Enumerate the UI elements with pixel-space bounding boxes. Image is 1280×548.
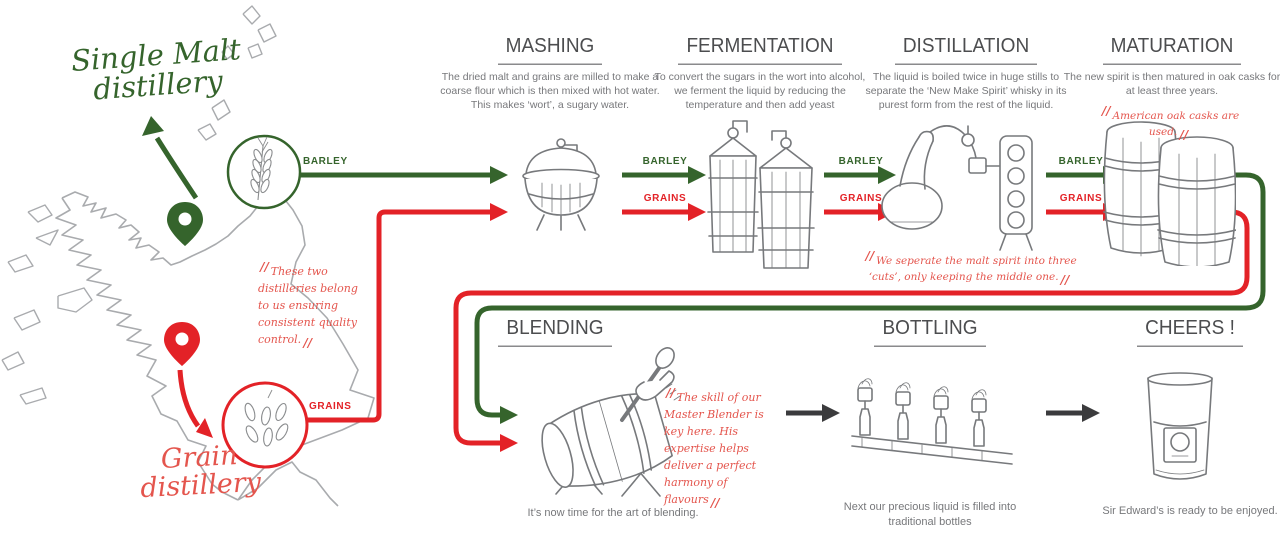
single-malt-distillery-label: Single Malt distillery [50, 32, 264, 108]
mashing-description: The dried malt and grains are milled to … [440, 71, 660, 111]
quote-close-mark: // [303, 336, 312, 351]
single-malt-curve-arrow [142, 116, 199, 200]
washbacks-illustration [707, 120, 815, 269]
grain-distillery-label: Grain distillery [119, 440, 282, 505]
maturation-description: The new spirit is then matured in oak ca… [1063, 71, 1280, 97]
blending-title: BLENDING [498, 317, 612, 347]
quote-close-mark: // [1060, 273, 1070, 288]
stills-illustration [881, 125, 1033, 251]
station-fermentation: FERMENTATION To convert the sugars in th… [648, 35, 872, 113]
barley-label-3: BARLEY [838, 156, 884, 167]
grain-line2: distillery [139, 467, 262, 505]
quote-open-mark: // [260, 260, 269, 274]
station-distillation: DISTILLATION The liquid is boiled twice … [856, 35, 1076, 113]
quote-close-mark: // [1179, 128, 1189, 143]
grains-label-1: GRAINS [309, 401, 352, 412]
maturation-note-text: American oak casks are used. [1112, 110, 1240, 139]
distillation-note-text: We seperate the malt spirit into three ‘… [868, 255, 1077, 284]
barley-label-4: BARLEY [1058, 156, 1104, 167]
distillation-title: DISTILLATION [894, 35, 1038, 65]
maturation-casks-illustration [1103, 121, 1236, 266]
mash-tun-illustration [522, 138, 600, 231]
blending-note: //The skill of our Master Blender is key… [664, 384, 784, 513]
station-bottling: BOTTLING [830, 317, 1030, 347]
station-maturation: MATURATION The new spirit is then mature… [1062, 35, 1280, 99]
bottling-title: BOTTLING [874, 317, 986, 347]
mashing-title: MASHING [497, 35, 603, 65]
quote-close-mark: // [710, 496, 720, 511]
bottling-caption: Next our precious liquid is filled into … [843, 501, 1017, 528]
whisky-glass-illustration [1147, 372, 1213, 480]
distillation-note: //We seperate the malt spirit into three… [860, 247, 1080, 290]
barley-circle [226, 134, 302, 210]
blending-to-bottling-arrow [786, 404, 840, 422]
quote-open-mark: // [865, 249, 875, 263]
cheers-title: CHEERS ! [1137, 317, 1243, 347]
fermentation-description: To convert the sugars in the wort into a… [654, 71, 866, 111]
grains-label-2: GRAINS [643, 193, 687, 204]
maturation-note: //American oak casks are used.// [1082, 102, 1257, 145]
quote-open-mark: // [1101, 104, 1111, 118]
blending-caption: It’s now time for the art of blending. [527, 507, 699, 519]
map-quote-text: These two distilleries belong to us ensu… [258, 265, 358, 347]
barley-label-1: BARLEY [303, 156, 348, 167]
cheers-caption: Sir Edward’s is ready to be enjoyed. [1102, 505, 1278, 517]
fermentation-title: FERMENTATION [678, 35, 842, 65]
bottling-to-cheers-arrow [1046, 404, 1100, 422]
quote-open-mark: // [666, 386, 675, 400]
single-malt-pin [167, 202, 203, 246]
grains-label-3: GRAINS [839, 193, 883, 204]
blending-note-text: The skill of our Master Blender is key h… [664, 391, 764, 507]
grain-pin [164, 322, 200, 366]
station-blending: BLENDING [455, 317, 655, 347]
grain-curve-arrow [177, 369, 213, 438]
map-quote-note: //These two distilleries belong to us en… [258, 258, 362, 353]
barley-icon [250, 136, 273, 201]
grains-icon [244, 389, 289, 447]
station-cheers: CHEERS ! [1090, 317, 1280, 347]
blending-barrel-illustration [541, 347, 681, 497]
bottling-line-illustration [851, 378, 1013, 465]
station-mashing: MASHING The dried malt and grains are mi… [440, 35, 660, 113]
distillation-description: The liquid is boiled twice in huge still… [865, 71, 1067, 111]
valinch-and-hand-icon [620, 347, 681, 422]
barley-label-2: BARLEY [642, 156, 688, 167]
grains-label-4: GRAINS [1059, 193, 1103, 204]
maturation-title: MATURATION [1102, 35, 1242, 65]
